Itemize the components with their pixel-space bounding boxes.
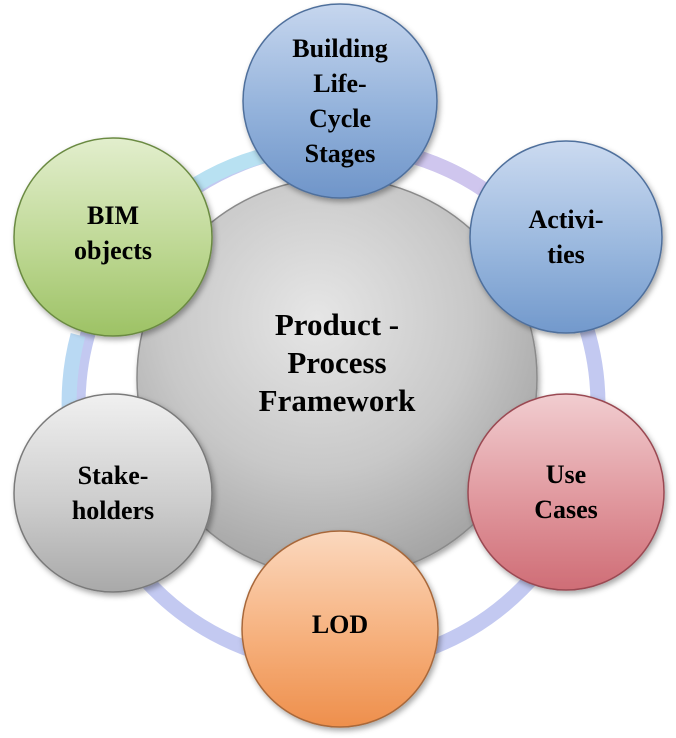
node-circle-activities xyxy=(469,140,663,334)
node-label-activities: Activi- ties xyxy=(528,205,604,269)
node-label-bim-objects: BIM objects xyxy=(74,201,152,265)
node-label-lod: LOD xyxy=(311,609,369,639)
node-label-use-cases: Use Cases xyxy=(534,460,598,524)
center-label: Product - Process Framework xyxy=(258,307,416,418)
node-circle-building-life-cycle-stages xyxy=(242,3,438,199)
node-circle-use-cases xyxy=(467,393,665,591)
node-circle-lod xyxy=(241,530,439,728)
node-circle-stakeholders xyxy=(13,393,213,593)
node-label-stakeholders: Stake- holders xyxy=(71,461,155,525)
node-label-building-life-cycle-stages: Building Life- Cycle Stages xyxy=(292,34,388,168)
node-circle-bim-objects xyxy=(13,137,213,337)
